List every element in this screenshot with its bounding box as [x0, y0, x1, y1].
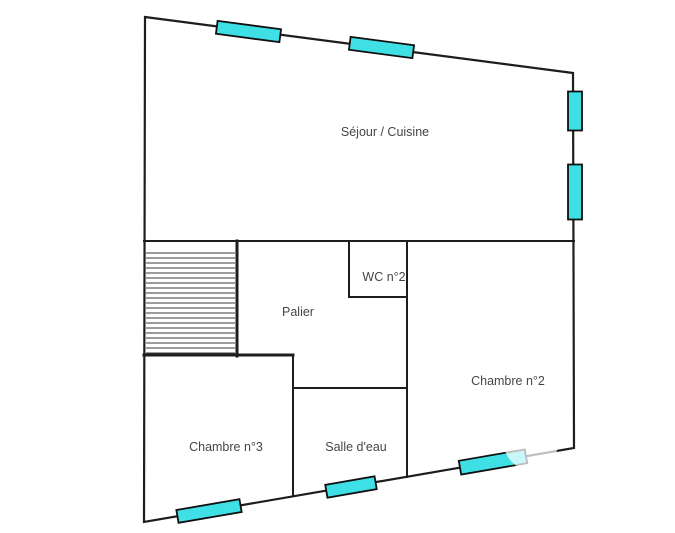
room-label-sejour-cuisine: Séjour / Cuisine — [341, 125, 429, 139]
window-right-upper — [567, 90, 583, 132]
room-label-palier: Palier — [282, 305, 314, 319]
window-chambre3 — [175, 498, 243, 524]
window-top-left — [214, 19, 283, 44]
window-right-lower — [567, 163, 583, 221]
photo-watermark — [504, 416, 558, 470]
staircase — [146, 252, 235, 354]
window-salledeau — [324, 475, 378, 499]
room-label-salledeau: Salle d'eau — [325, 440, 387, 454]
room-label-chambre3: Chambre n°3 — [189, 440, 263, 454]
room-labels: Séjour / Cuisine WC n°2 Palier Chambre n… — [189, 125, 545, 454]
window-top-right — [347, 35, 416, 60]
room-label-chambre2: Chambre n°2 — [471, 374, 545, 388]
room-label-wc2: WC n°2 — [362, 270, 405, 284]
walls-layer — [142, 15, 576, 524]
